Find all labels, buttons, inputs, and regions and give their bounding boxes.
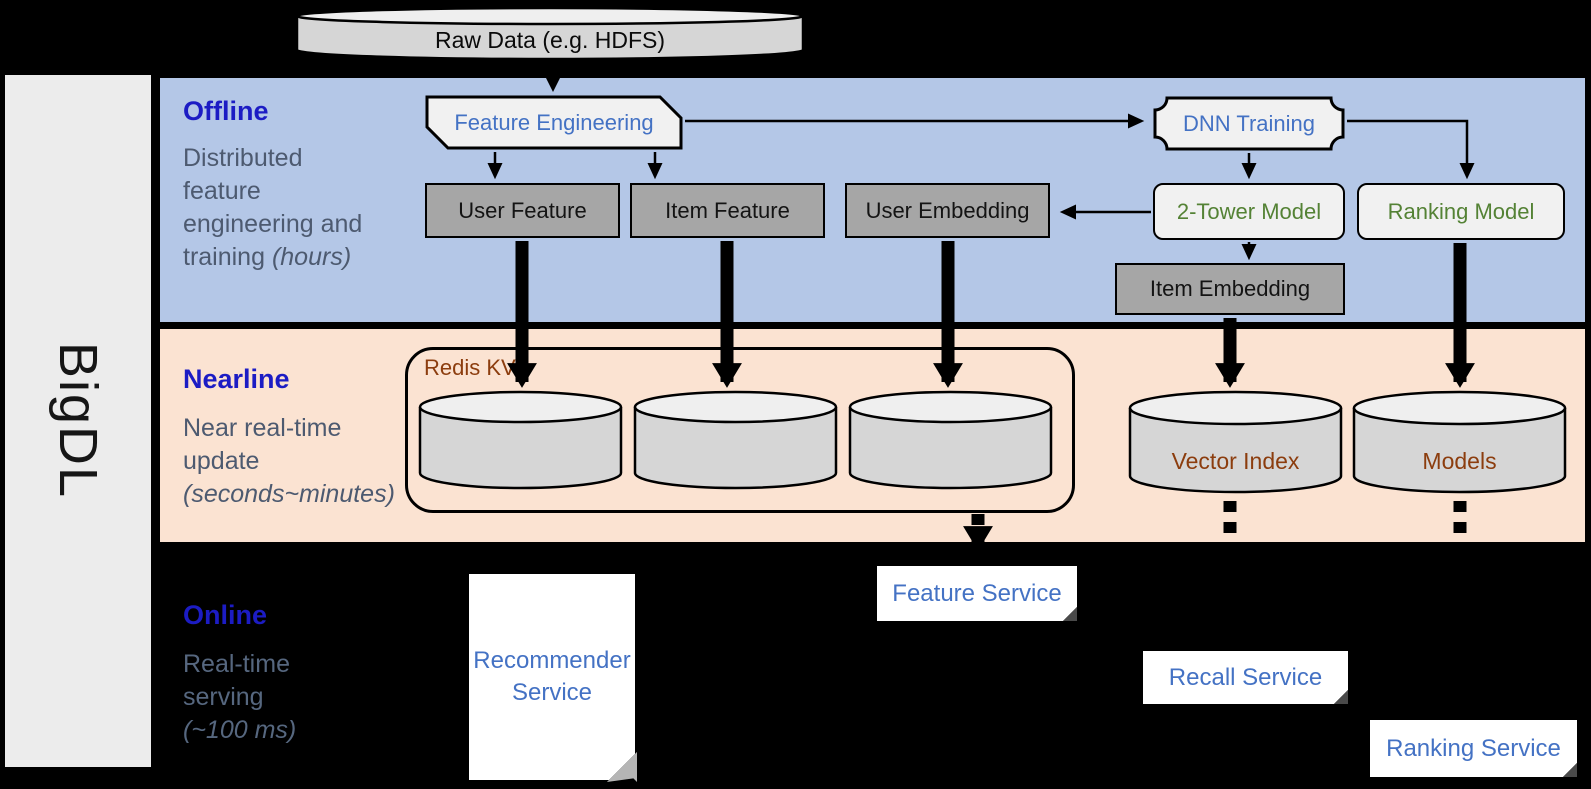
online-desc-line3: (~100 ms) [183, 716, 297, 744]
feature-service-label: Feature Service [877, 566, 1077, 621]
vector-index-label: Vector Index [1171, 447, 1300, 474]
redis-kv-container [405, 347, 1075, 513]
plaque-rect-icon [1153, 96, 1345, 151]
two-tower-model-node: 2-Tower Model [1153, 183, 1345, 240]
ranking-service-node: Ranking Service [1370, 720, 1577, 777]
bigdl-label: BigDL [48, 342, 108, 500]
item-feature-label: Item Feature [665, 197, 790, 223]
recommender-service-node: Recommender Service [467, 572, 637, 782]
bigdl-sidebar: BigDL [5, 75, 151, 767]
feature-engineering-node: Feature Engineering [425, 95, 683, 150]
cylinder-icon [295, 6, 805, 61]
redis-cylinder-2 [633, 390, 838, 490]
raw-data-store: Raw Data (e.g. HDFS) [295, 6, 805, 62]
feature-service-node: Feature Service [877, 566, 1077, 621]
offline-description: Distributed feature engineering and trai… [183, 142, 362, 274]
online-desc-line2: serving [183, 683, 264, 711]
nearline-title: Nearline [183, 364, 290, 394]
dnn-training-node: DNN Training [1153, 96, 1345, 151]
models-label: Models [1422, 447, 1497, 474]
offline-title: Offline [183, 96, 269, 126]
redis-cylinder-3 [848, 390, 1053, 490]
ranking-model-label: Ranking Model [1387, 198, 1535, 224]
models-store: Models [1352, 390, 1567, 495]
user-embedding-node: User Embedding [845, 183, 1050, 238]
redis-cylinder-1 [418, 390, 623, 490]
ranking-service-label: Ranking Service [1370, 720, 1577, 777]
online-desc-line1: Real-time [183, 650, 290, 678]
ranking-model-node: Ranking Model [1357, 183, 1565, 240]
cylinder-icon [418, 390, 623, 490]
online-title: Online [183, 600, 268, 630]
recommender-service-label: Recommender Service [467, 572, 637, 782]
redis-kv-label: Redis KV [424, 355, 516, 380]
offline-desc-line2: feature [183, 177, 261, 205]
item-embedding-node: Item Embedding [1115, 263, 1345, 315]
nearline-desc-line1: Near real-time [183, 414, 342, 442]
item-embedding-label: Item Embedding [1149, 276, 1311, 301]
offline-desc-line4: training (hours) [183, 243, 352, 271]
vector-index-store: Vector Index [1128, 390, 1343, 495]
offline-desc-line1: Distributed [183, 144, 303, 172]
recall-service-label: Recall Service [1143, 651, 1348, 704]
nearline-description: Near real-time update (seconds~minutes) [183, 412, 395, 511]
recall-service-node: Recall Service [1143, 651, 1348, 704]
item-feature-node: Item Feature [630, 183, 825, 238]
online-description: Real-time serving (~100 ms) [183, 648, 296, 747]
cylinder-icon [1352, 390, 1567, 494]
snip-rect-icon [425, 95, 683, 150]
cylinder-icon [848, 390, 1053, 490]
cylinder-icon [1128, 390, 1343, 494]
cylinder-icon [633, 390, 838, 490]
user-feature-label: User Feature [458, 197, 587, 223]
user-embedding-label: User Embedding [865, 197, 1030, 223]
dnn-training-label: DNN Training [1182, 110, 1316, 136]
raw-data-label: Raw Data (e.g. HDFS) [434, 26, 666, 53]
offline-desc-line3: engineering and [183, 210, 363, 238]
nearline-desc-line2: update [183, 447, 260, 475]
feature-engineering-label: Feature Engineering [454, 109, 654, 135]
nearline-desc-line3: (seconds~minutes) [183, 480, 395, 508]
two-tower-model-label: 2-Tower Model [1176, 198, 1322, 224]
user-feature-node: User Feature [425, 183, 620, 238]
